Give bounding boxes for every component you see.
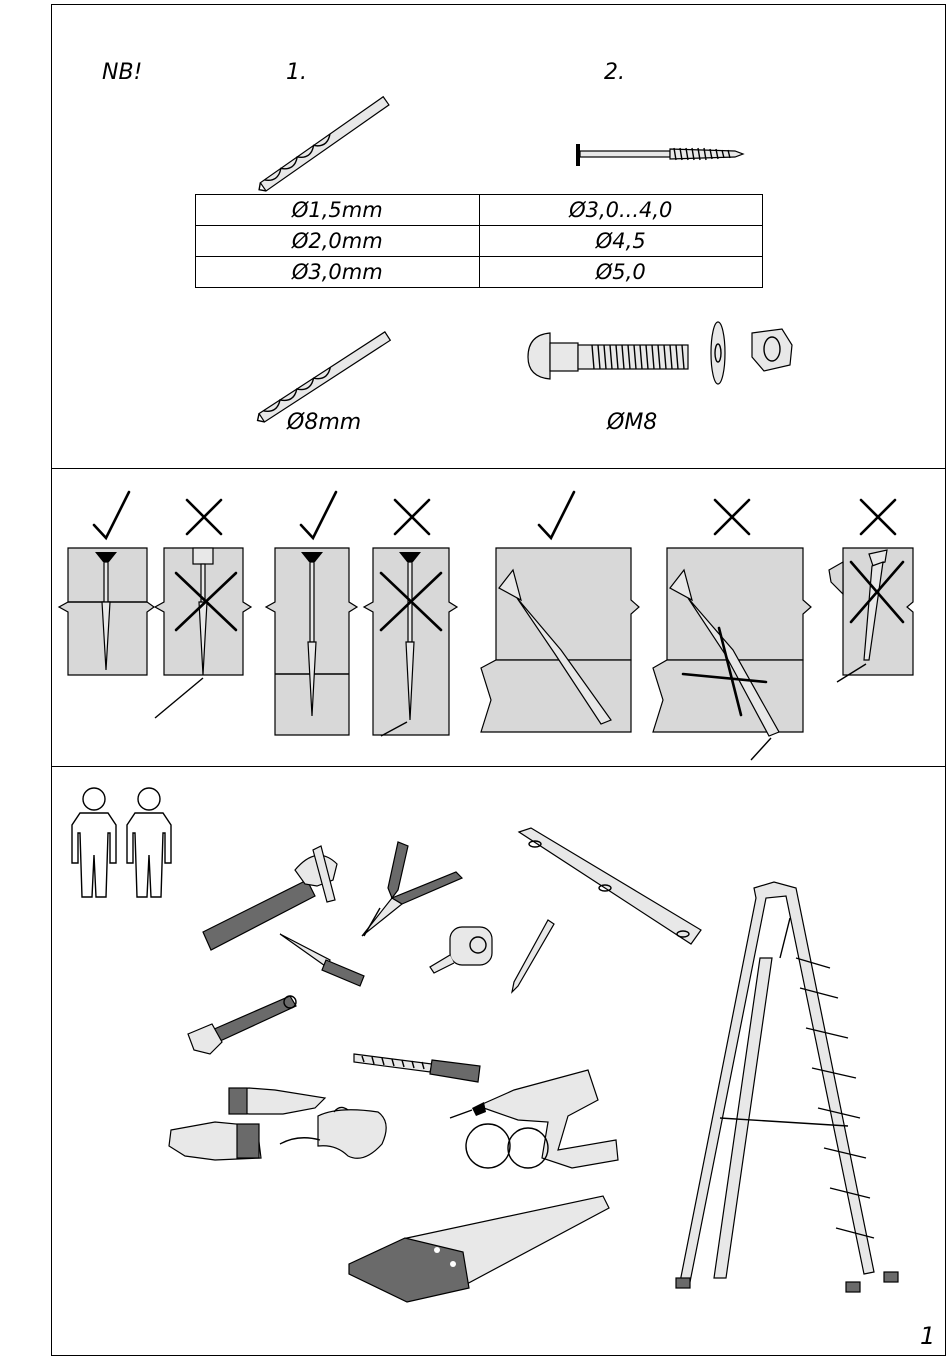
table-row: Ø2,0mm Ø4,5 — [196, 226, 763, 257]
table-cell: Ø3,0...4,0 — [479, 195, 763, 226]
drill-bit-size-label: Ø8mm — [287, 410, 361, 435]
cross-mark-icon — [715, 500, 749, 534]
wood-screw-icon — [570, 140, 750, 170]
drill-size-table: Ø1,5mm Ø3,0...4,0 Ø2,0mm Ø4,5 Ø3,0mm Ø5,… — [195, 194, 763, 288]
table-cell: Ø5,0 — [479, 257, 763, 288]
nb-label: NB! — [102, 60, 142, 85]
table-cell: Ø1,5mm — [196, 195, 480, 226]
screw-example-wrong — [653, 548, 811, 760]
page-number: 1 — [920, 1322, 935, 1350]
step-ladder-icon — [670, 878, 905, 1308]
cross-mark-icon — [187, 500, 221, 534]
table-row: Ø3,0mm Ø5,0 — [196, 257, 763, 288]
adjustable-wrench-icon — [182, 990, 302, 1060]
screw-example-correct — [266, 548, 357, 735]
cross-mark-icon — [395, 500, 429, 534]
carriage-bolt-icon — [520, 315, 800, 395]
cordless-drill-icon — [448, 1060, 623, 1170]
column-2-label: 2. — [604, 60, 625, 85]
two-people-icon — [66, 785, 178, 905]
screw-example-wrong — [364, 548, 457, 736]
table-cell: Ø4,5 — [479, 226, 763, 257]
section-divider-2 — [51, 766, 946, 767]
screw-example-correct — [481, 548, 639, 732]
screw-usage-diagram — [51, 470, 946, 765]
section-divider-1 — [51, 468, 946, 469]
check-mark-icon — [539, 492, 574, 538]
table-row: Ø1,5mm Ø3,0...4,0 — [196, 195, 763, 226]
column-1-label: 1. — [286, 60, 307, 85]
screw-example-correct — [59, 548, 154, 675]
hand-saw-icon — [345, 1190, 615, 1305]
screw-example-wrong — [829, 548, 913, 682]
tape-measure-icon — [428, 925, 498, 980]
drill-bit-icon — [245, 95, 400, 195]
table-cell: Ø2,0mm — [196, 226, 480, 257]
safety-goggles-icon — [278, 1104, 393, 1174]
check-mark-icon — [94, 492, 129, 538]
table-cell: Ø3,0mm — [196, 257, 480, 288]
screw-example-wrong — [155, 548, 251, 718]
cross-mark-icon — [861, 500, 895, 534]
check-mark-icon — [301, 492, 336, 538]
bolt-size-label: ØM8 — [607, 410, 657, 435]
